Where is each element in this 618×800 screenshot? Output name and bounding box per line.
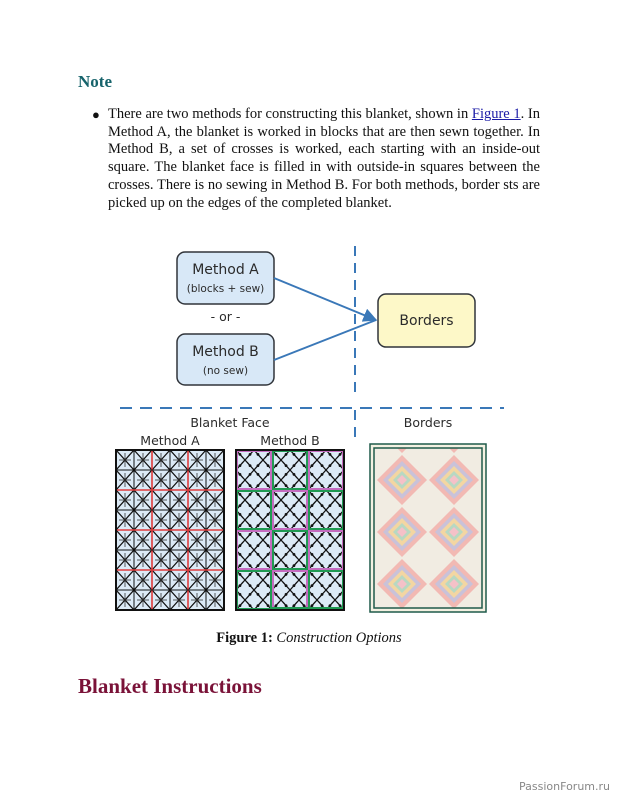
caption-text: Construction Options	[276, 630, 402, 646]
borders-section-label: Borders	[404, 415, 452, 430]
borders-box-label: Borders	[399, 313, 453, 329]
borders-illustration	[369, 443, 487, 613]
figure-link[interactable]: Figure 1	[471, 106, 521, 122]
bullet-icon: ●	[92, 107, 100, 122]
construction-figure: Method A (blocks + sew) - or - Method B …	[115, 246, 504, 613]
method-a-grid	[115, 449, 225, 611]
arrow-a-to-borders	[273, 277, 378, 322]
caption-label: Figure 1:	[216, 630, 273, 646]
watermark: PassionForum.ru	[519, 780, 610, 793]
method-a-subtitle: (blocks + sew)	[187, 283, 265, 295]
method-a-title: Method A	[192, 262, 259, 278]
note-heading: Note	[78, 72, 112, 91]
method-b-grid	[235, 449, 345, 611]
note-bullet-item: ● There are two methods for constructing…	[92, 106, 540, 212]
section-title: Blanket Instructions	[78, 674, 262, 698]
grid-b-label: Method B	[260, 433, 319, 448]
figure-caption: Figure 1: Construction Options	[0, 630, 618, 647]
borders-box: Borders	[377, 293, 476, 348]
method-b-title: Method B	[192, 344, 259, 360]
blanket-face-label: Blanket Face	[190, 415, 270, 430]
or-label: - or -	[211, 309, 241, 324]
method-b-box: Method B (no sew)	[176, 333, 275, 386]
note-text-start: There are two methods for constructing t…	[108, 106, 472, 122]
note-text-end: . In Method A, the blanket is worked in …	[108, 106, 540, 211]
arrow-b-to-borders	[273, 319, 377, 361]
grid-a-label: Method A	[140, 433, 200, 448]
method-b-subtitle: (no sew)	[203, 365, 248, 377]
note-list: ● There are two methods for constructing…	[92, 106, 540, 212]
method-a-box: Method A (blocks + sew)	[176, 251, 275, 305]
